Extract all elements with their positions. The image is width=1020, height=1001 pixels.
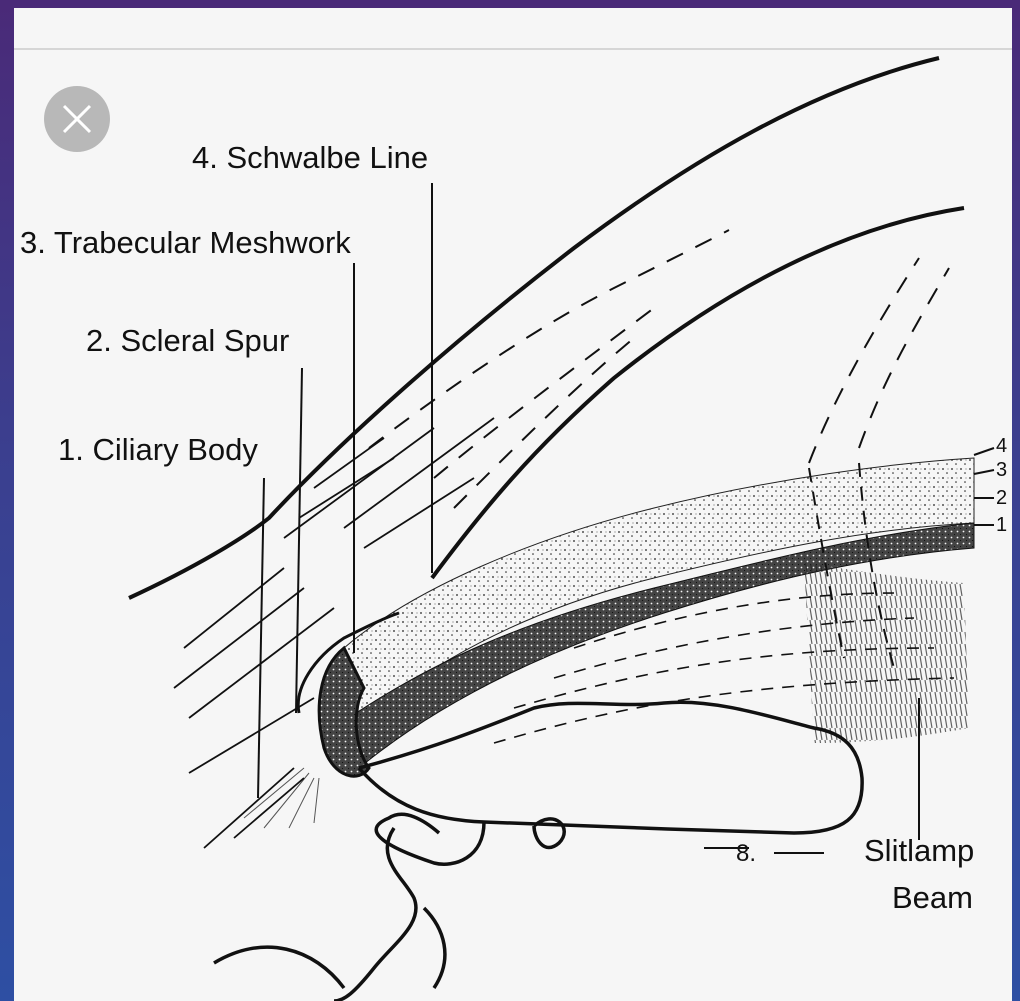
beam-layer-label-3: 3 [996,459,1007,481]
beam-layer-label-1: 1 [996,514,1007,536]
iris-hatched-region [804,563,969,743]
label-beam: Beam [892,880,973,915]
beam-layer-label-4: 4 [996,435,1007,457]
label-scleral-spur: 2. Scleral Spur [86,323,289,358]
label-schwalbe-line: 4. Schwalbe Line [192,140,428,175]
close-button[interactable] [44,86,110,152]
close-icon [60,102,94,136]
label-trabecular-meshwork: 3. Trabecular Meshwork [20,225,351,260]
beam-layer-ticks [974,448,994,525]
beam-layer-label-2: 2 [996,487,1007,509]
diagram-panel: 4. Schwalbe Line 3. Trabecular Meshwork … [14,8,1012,1001]
anterior-chamber-angle-diagram: 4. Schwalbe Line 3. Trabecular Meshwork … [14,8,1012,1001]
label-iris-letter: 8. [736,840,756,867]
label-ciliary-body: 1. Ciliary Body [58,432,258,467]
lens-contour [359,702,862,833]
corneal-dashed-lines [369,230,949,508]
label-slitlamp: Slitlamp [864,833,974,868]
